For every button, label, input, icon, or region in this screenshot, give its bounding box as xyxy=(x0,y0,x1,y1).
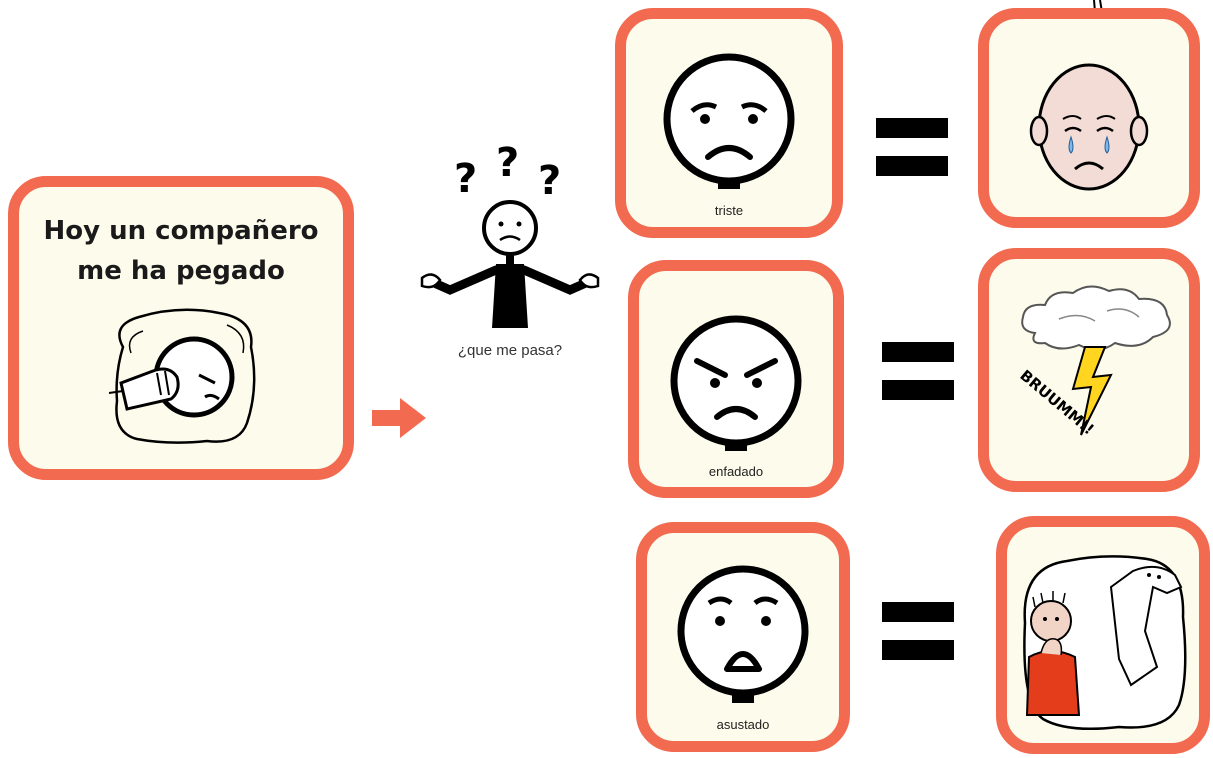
svg-text:?: ? xyxy=(454,156,477,202)
story-line-2: me ha pegado xyxy=(77,256,285,286)
equivalent-card-triste xyxy=(978,8,1200,228)
crying-face-icon xyxy=(1029,63,1149,191)
emotion-card-asustado: asustado xyxy=(636,522,850,752)
arrow-right-icon xyxy=(372,398,426,438)
story-line-1: Hoy un compañero xyxy=(43,216,319,246)
emotion-label-enfadado: enfadado xyxy=(708,464,764,479)
story-text: Hoy un compañero me ha pegado xyxy=(19,211,343,291)
emotion-label-triste: triste xyxy=(714,203,744,218)
equals-sign-2 xyxy=(882,338,954,404)
storm-cloud-icon: BRUUMM!! xyxy=(1016,285,1171,438)
story-card: Hoy un compañero me ha pegado xyxy=(8,176,354,480)
question-label: ¿que me pasa? xyxy=(457,342,563,359)
equivalent-card-enfadado: BRUUMM!! xyxy=(978,248,1200,492)
emotion-card-enfadado: enfadado xyxy=(628,260,844,498)
angry-face-icon xyxy=(670,315,802,451)
boy-being-hit-icon xyxy=(108,308,256,444)
equals-sign-3 xyxy=(882,598,954,664)
svg-text:?: ? xyxy=(538,158,561,204)
emotion-card-triste: triste xyxy=(615,8,843,238)
equals-sign-1 xyxy=(876,114,948,180)
scared-face-icon xyxy=(677,565,809,703)
sad-face-icon xyxy=(663,53,795,189)
emotion-label-asustado: asustado xyxy=(716,717,770,732)
svg-text:?: ? xyxy=(496,140,519,186)
equivalent-card-asustado xyxy=(996,516,1210,754)
scared-child-ghost-icon xyxy=(1023,555,1187,731)
confused-person-icon: ? ? ? xyxy=(420,140,600,328)
